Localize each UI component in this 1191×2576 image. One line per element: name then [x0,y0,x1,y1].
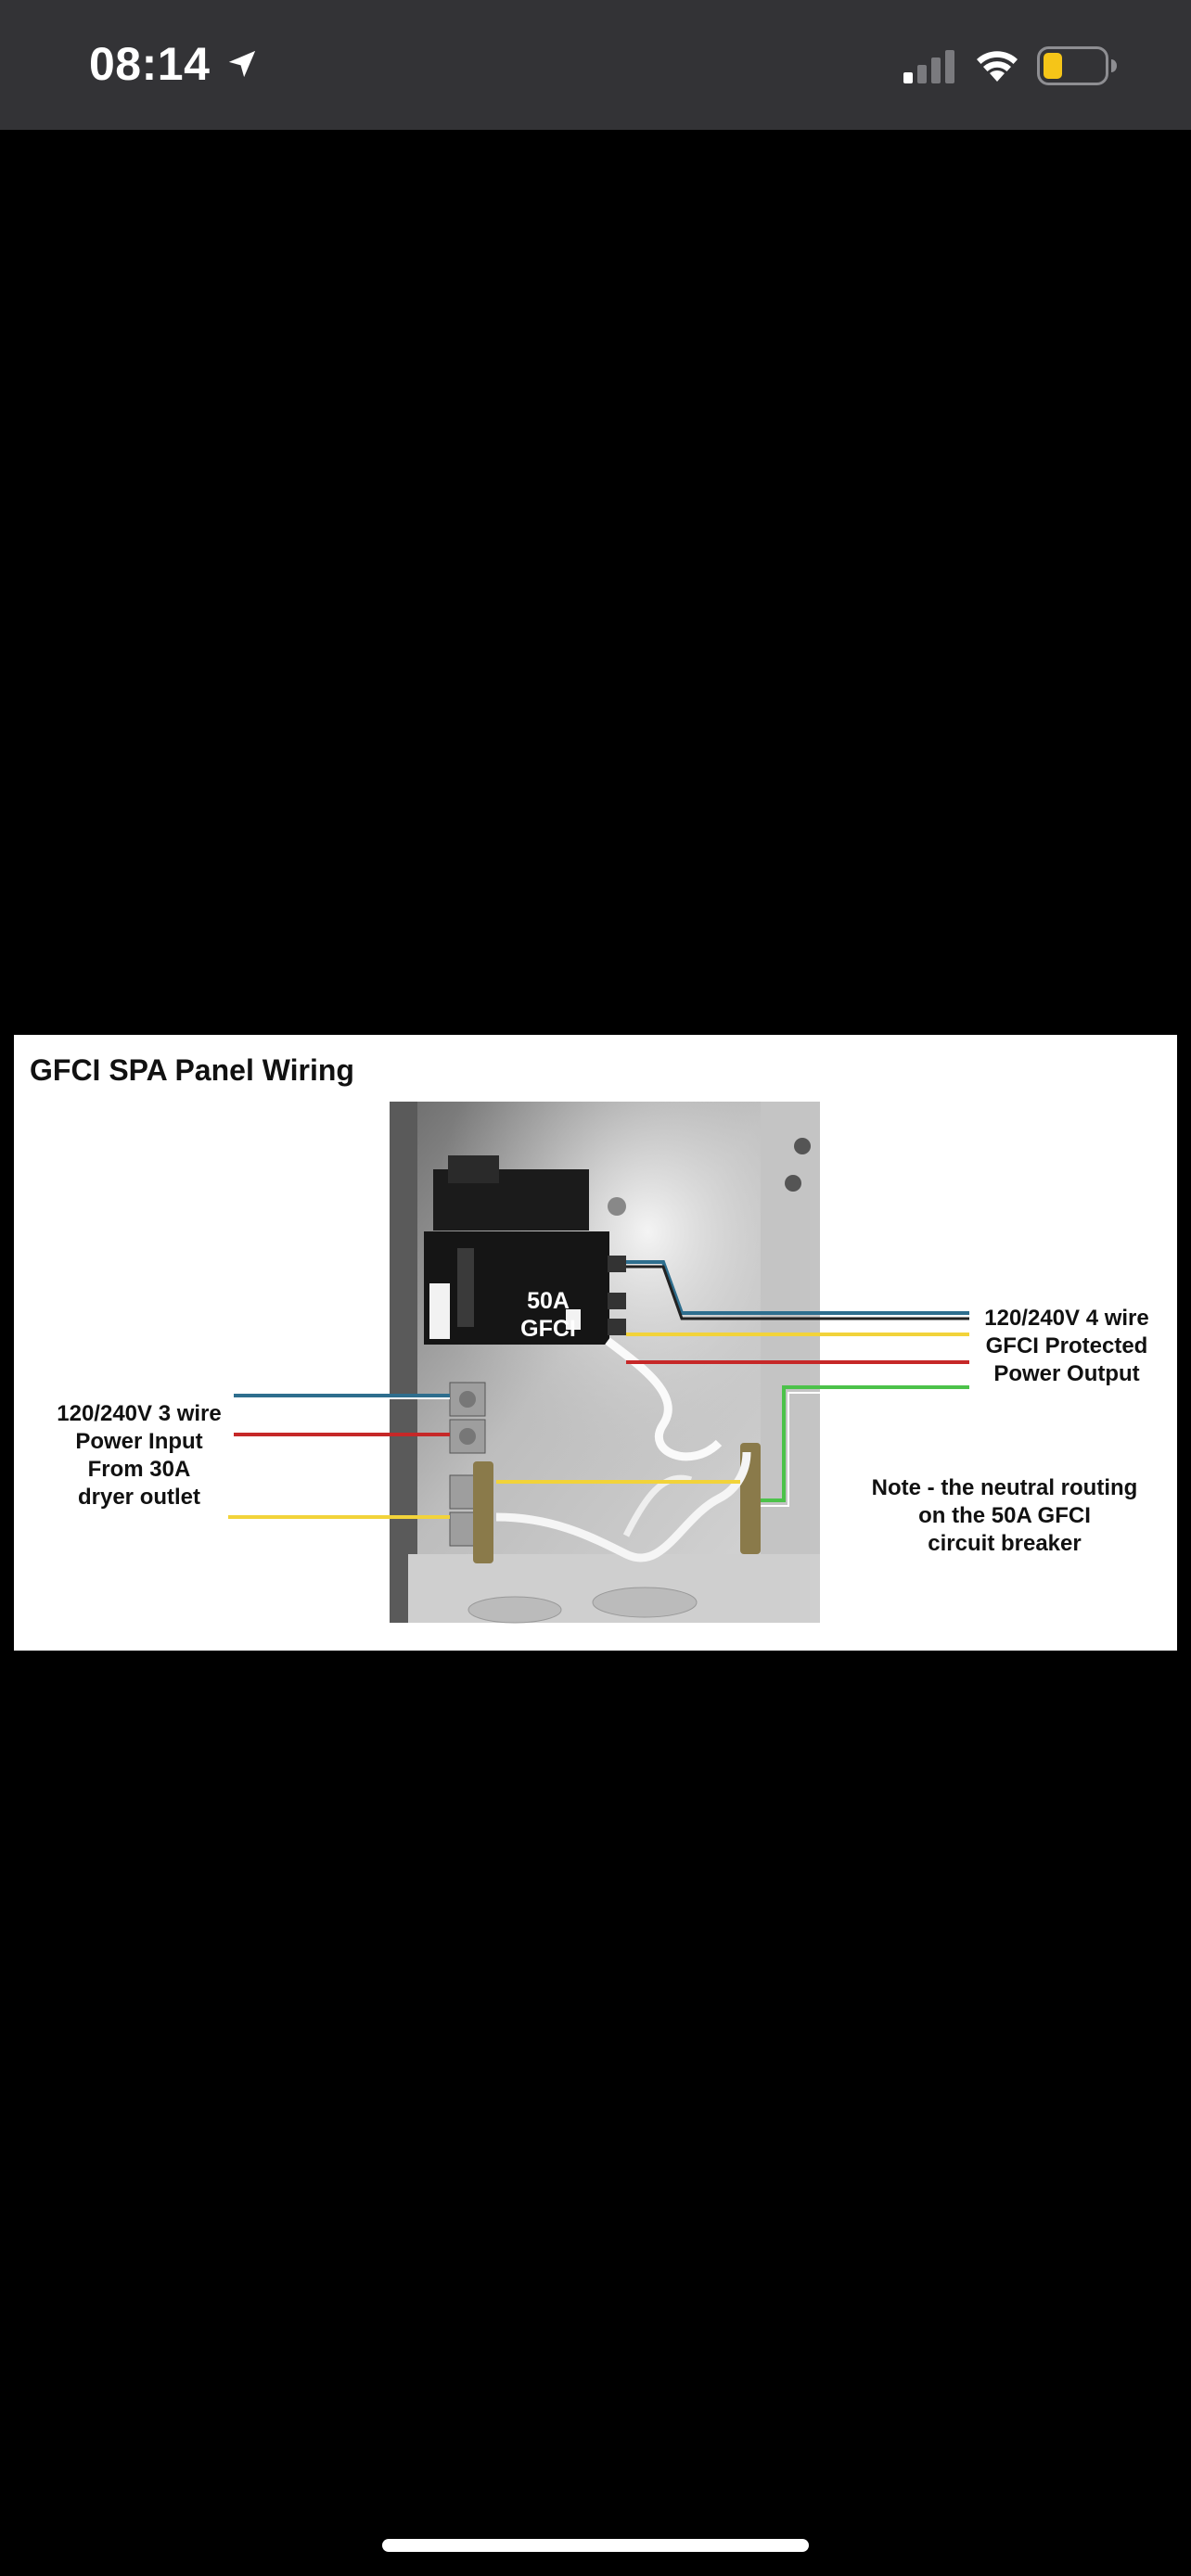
input-label-line: Power Input [75,1429,203,1454]
location-arrow-icon [228,50,256,78]
note-line: Note - the neutral routing [871,1475,1138,1500]
note-line: circuit breaker [928,1531,1082,1556]
panel-wiring-photo [228,1102,969,1624]
input-label-line: dryer outlet [77,1485,201,1510]
wifi-icon [977,51,1018,82]
status-bar: 08:14 [0,0,1191,130]
note-line: on the 50A GFCI [918,1503,1091,1528]
input-label-line: From 30A [87,1457,191,1482]
photo-title: GFCI SPA Panel Wiring [30,1053,354,1087]
status-time: 08:14 [89,38,211,90]
output-label-line: Power Output [993,1361,1140,1386]
home-indicator[interactable] [382,2539,809,2552]
output-label-line: 120/240V 4 wire [984,1306,1149,1331]
neutral-routing-note: Note - the neutral routing on the 50A GF… [838,1474,1172,1558]
breaker-label: 50A GFCI [511,1287,585,1343]
cellular-signal-icon [903,50,954,83]
battery-low-icon [1037,46,1117,85]
output-label-line: GFCI Protected [985,1333,1148,1358]
breaker-label-line: GFCI [520,1316,576,1342]
output-wiring-label: 120/240V 4 wire GFCI Protected Power Out… [962,1305,1172,1388]
photo-image[interactable]: GFCI SPA Panel Wiring 50A GFCI 120/240V … [14,1035,1177,1651]
breaker-label-line: 50A [527,1288,570,1314]
input-label-line: 120/240V 3 wire [57,1401,222,1426]
input-wiring-label: 120/240V 3 wire Power Input From 30A dry… [32,1400,246,1511]
